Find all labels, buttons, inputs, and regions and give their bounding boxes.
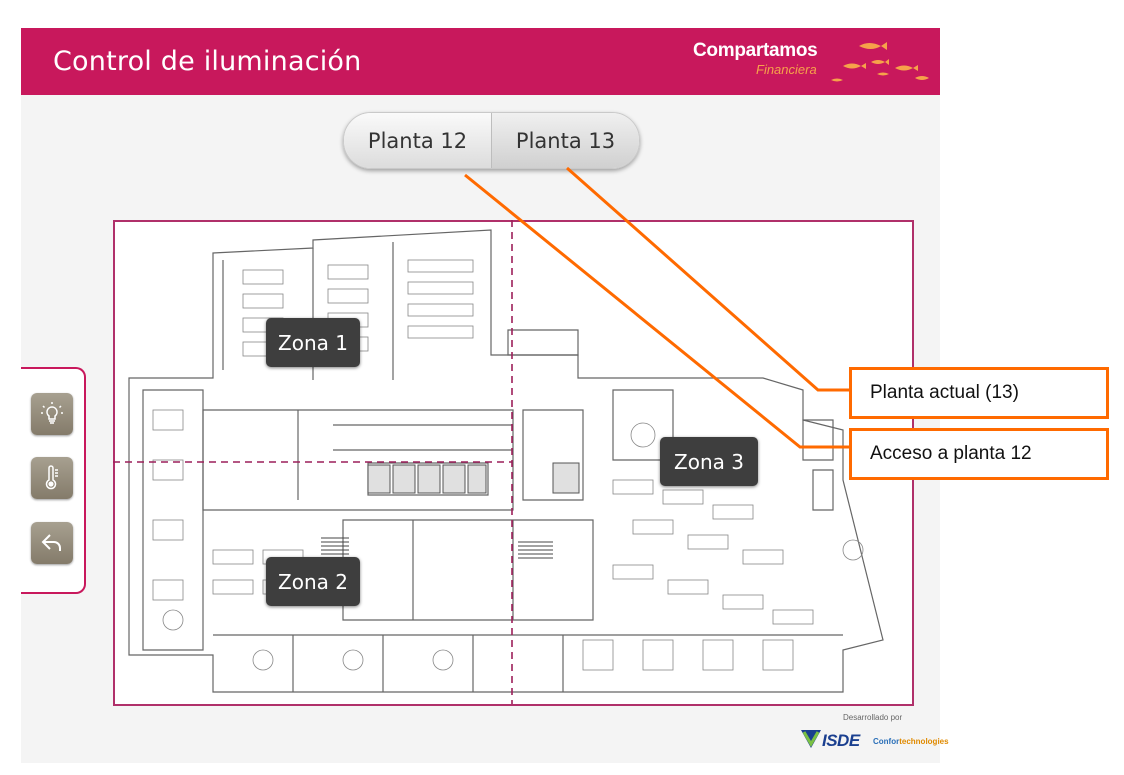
callout-planta-actual: Planta actual (13) xyxy=(849,367,1109,419)
back-arrow-icon xyxy=(41,534,61,551)
confor-text-b: technologies xyxy=(899,737,949,746)
floor-plan xyxy=(113,220,884,704)
fish-logo-icon xyxy=(831,42,929,82)
plant-selector: Planta 12 Planta 13 xyxy=(343,112,640,169)
confor-text-a: Confor xyxy=(873,737,900,746)
brand-logo: Compartamos Financiera xyxy=(693,40,933,90)
conforttechnologies-logo: Confortechnologies xyxy=(873,737,949,746)
developed-by-label: Desarrollado por xyxy=(843,713,903,722)
zone-3-button[interactable]: Zona 3 xyxy=(660,437,758,486)
tab-planta-12[interactable]: Planta 12 xyxy=(344,113,492,168)
zone-2-button[interactable]: Zona 2 xyxy=(266,557,360,606)
isde-logo-text: ISDE xyxy=(822,731,860,750)
brand-name: Compartamos xyxy=(693,40,818,61)
zone-1-button[interactable]: Zona 1 xyxy=(266,318,360,367)
side-toolbar xyxy=(21,367,86,594)
brand-subtitle: Financiera xyxy=(756,62,817,77)
header-bar: Control de iluminación Compartamos Finan… xyxy=(21,28,940,95)
isde-logo-icon xyxy=(801,730,821,748)
temperature-button[interactable] xyxy=(31,457,73,499)
lightbulb-icon xyxy=(41,402,63,424)
page-title: Control de iluminación xyxy=(53,46,362,77)
lighting-button[interactable] xyxy=(31,393,73,435)
back-button[interactable] xyxy=(31,522,73,564)
thermometer-icon xyxy=(45,465,58,490)
tab-planta-13[interactable]: Planta 13 xyxy=(492,113,639,168)
callout-acceso-planta-12: Acceso a planta 12 xyxy=(849,428,1109,480)
